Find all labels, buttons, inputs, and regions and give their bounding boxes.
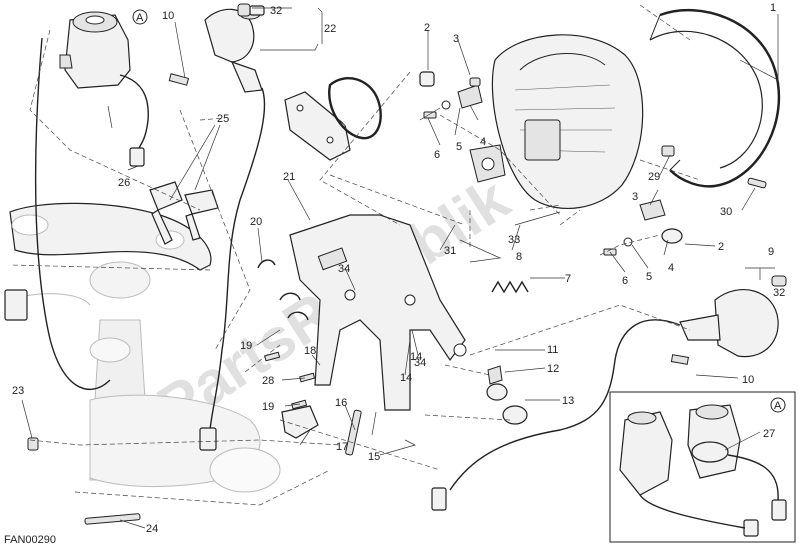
callout-21: 21 [283,171,295,183]
callout-7: 7 [565,273,571,285]
callout-10-right: 10 [742,374,754,386]
callout-19-lower: 19 [262,401,274,413]
callout-33: 33 [508,234,520,246]
headlight-bracket [289,214,467,411]
callout-14-upper: 14 [410,351,422,363]
callout-9: 9 [768,246,774,258]
callout-32-top: 32 [270,5,282,17]
detail-marker-box: A [774,400,782,412]
callout-17: 17 [336,441,348,453]
callout-14-lower: 14 [400,372,412,384]
callout-34-lower: 34 [414,357,426,369]
indicator-bulb [237,3,265,17]
callout-3-left: 3 [453,33,459,45]
callout-5-left: 5 [456,141,462,153]
callout-13: 13 [562,395,574,407]
callout-30: 30 [720,206,732,218]
callout-34-upper: 34 [338,263,350,275]
callout-3-right: 3 [632,191,638,203]
callout-4-left: 4 [480,136,486,148]
adjuster-hardware-left [419,71,483,119]
callout-28: 28 [262,375,274,387]
clips-and-screws [257,259,362,456]
callout-29: 29 [648,171,660,183]
callout-1: 1 [770,2,776,14]
callout-22: 22 [324,23,336,35]
gasket-ring [328,77,382,140]
spring [491,280,529,294]
headlight-housing [469,34,644,210]
adjuster-hardware-right [603,145,767,256]
callout-23: 23 [12,385,24,397]
callout-26: 26 [118,177,130,189]
callout-20: 20 [250,216,262,228]
callout-16: 16 [335,397,347,409]
left-connector [4,37,111,390]
callout-32-right: 32 [773,287,785,299]
left-turn-indicator [168,8,266,451]
diagram-code: FAN00290 [4,534,56,546]
callout-24: 24 [146,523,158,535]
callout-11: 11 [547,344,558,356]
ignition-switch [59,11,149,167]
callout-31: 31 [444,245,456,257]
callout-15: 15 [368,451,380,463]
callout-25: 25 [217,113,229,125]
cover-plate [284,91,351,161]
right-turn-indicator [431,275,787,511]
callout-labels: 1 2 2 3 3 4 4 5 5 6 6 7 8 9 10 10 11 12 … [4,2,785,546]
steering-head-assembly [9,202,281,493]
callout-2-left: 2 [424,22,430,34]
callout-19-upper: 19 [240,340,252,352]
callout-10-left: 10 [162,10,174,22]
callout-12: 12 [547,363,559,375]
leader-lines [21,7,779,529]
callout-6-right: 6 [622,275,628,287]
callout-18: 18 [304,345,316,357]
callout-27: 27 [763,428,775,440]
callout-2-right: 2 [718,241,724,253]
callout-5-right: 5 [646,271,652,283]
detail-view-a: A [609,391,796,543]
headlight-rim [649,8,781,188]
callout-6-left: 6 [434,149,440,161]
callout-4-right: 4 [668,262,674,274]
ignition-keys [149,181,219,245]
assembly-dashed-lines [9,4,701,506]
long-bolt [27,437,141,525]
callout-8: 8 [516,251,522,263]
detail-marker-top: A [136,12,144,24]
rubber-grommets [486,365,528,425]
